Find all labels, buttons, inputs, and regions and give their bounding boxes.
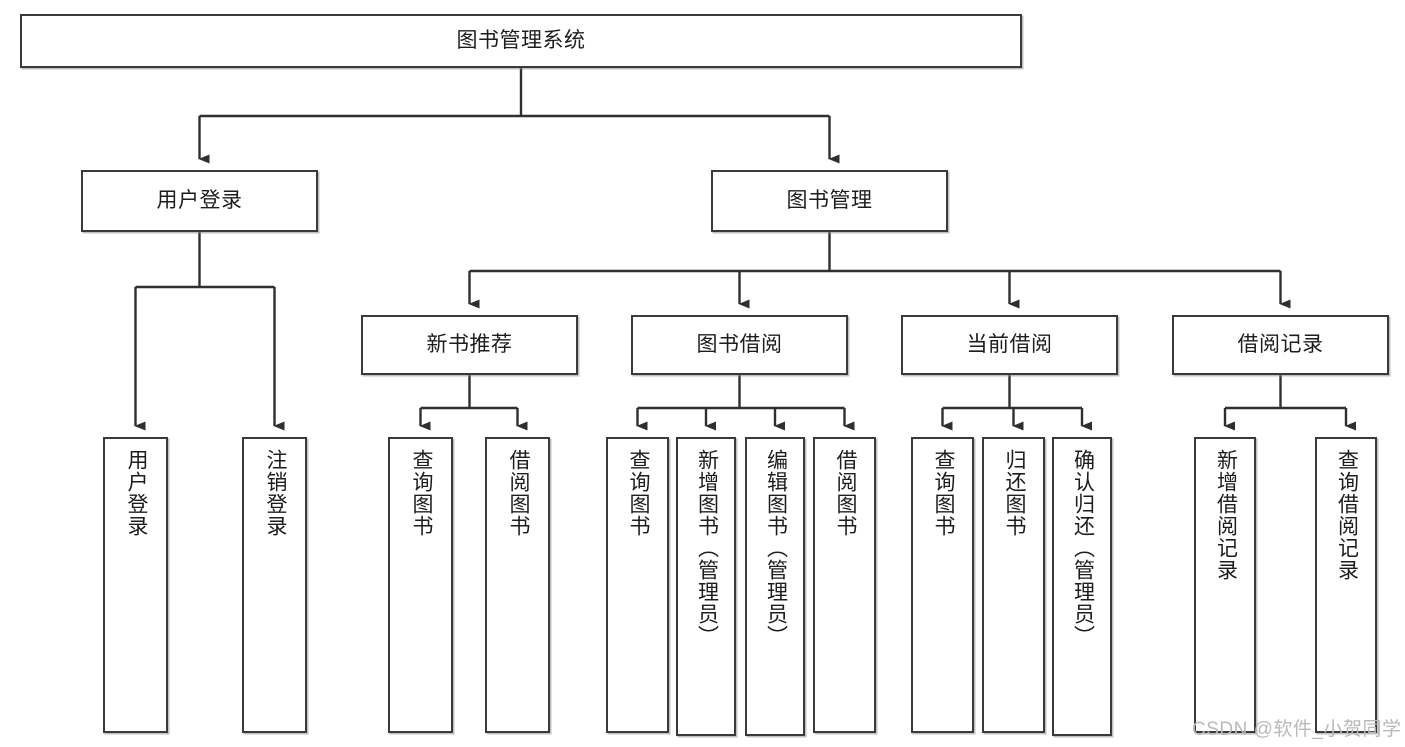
node-leaf-edit-book[interactable]: 编辑图书（管理员） (745, 437, 805, 736)
node-book-manage[interactable]: 图书管理 (711, 170, 948, 232)
node-leaf-add-record[interactable]: 新增借阅记录 (1194, 437, 1256, 733)
node-label-leaf-user-login: 用户登录 (124, 449, 148, 537)
node-leaf-query-book-2[interactable]: 查询图书 (606, 437, 669, 733)
node-user-login[interactable]: 用户登录 (81, 170, 318, 232)
node-label-leaf-user-logout: 注销登录 (263, 449, 287, 537)
node-label-leaf-query-book-3: 查询图书 (931, 449, 955, 537)
node-leaf-add-book[interactable]: 新增图书（管理员） (676, 437, 736, 736)
node-label-leaf-return-book: 归还图书 (1002, 449, 1026, 537)
node-label-leaf-query-book-2: 查询图书 (626, 449, 650, 537)
node-label-leaf-borrow-book-2: 借阅图书 (833, 449, 857, 537)
node-label-leaf-edit-book: 编辑图书（管理员） (764, 449, 788, 647)
node-leaf-borrow-book-1[interactable]: 借阅图书 (485, 437, 550, 733)
node-label-leaf-query-book-1: 查询图书 (409, 449, 433, 537)
node-label-book-borrow: 图书借阅 (696, 333, 783, 357)
csdn-watermark: CSDN @软件_小贺同学 (1192, 719, 1402, 740)
node-root[interactable]: 图书管理系统 (20, 14, 1022, 68)
node-label-leaf-confirm-return: 确认归还（管理员） (1071, 449, 1095, 647)
node-label-leaf-query-record: 查询借阅记录 (1335, 449, 1359, 581)
node-label-user-login: 用户登录 (156, 189, 243, 213)
node-label-current-borrow: 当前借阅 (966, 333, 1053, 357)
node-label-root: 图书管理系统 (456, 29, 586, 53)
node-label-new-book-rec: 新书推荐 (426, 333, 513, 357)
node-label-leaf-borrow-book-1: 借阅图书 (506, 449, 530, 537)
node-book-borrow[interactable]: 图书借阅 (631, 315, 848, 375)
node-label-leaf-add-record: 新增借阅记录 (1214, 449, 1238, 581)
node-leaf-user-logout[interactable]: 注销登录 (242, 437, 307, 733)
node-borrow-record[interactable]: 借阅记录 (1172, 315, 1389, 375)
node-label-borrow-record: 借阅记录 (1237, 333, 1324, 357)
node-leaf-return-book[interactable]: 归还图书 (982, 437, 1045, 733)
node-new-book-rec[interactable]: 新书推荐 (361, 315, 578, 375)
node-label-leaf-add-book: 新增图书（管理员） (695, 449, 719, 647)
node-label-book-manage: 图书管理 (786, 189, 873, 213)
node-leaf-query-book-1[interactable]: 查询图书 (388, 437, 453, 733)
node-leaf-query-book-3[interactable]: 查询图书 (911, 437, 974, 733)
node-leaf-query-record[interactable]: 查询借阅记录 (1315, 437, 1377, 733)
node-leaf-confirm-return[interactable]: 确认归还（管理员） (1052, 437, 1112, 736)
node-current-borrow[interactable]: 当前借阅 (901, 315, 1118, 375)
node-leaf-borrow-book-2[interactable]: 借阅图书 (813, 437, 876, 733)
node-leaf-user-login[interactable]: 用户登录 (103, 437, 168, 733)
